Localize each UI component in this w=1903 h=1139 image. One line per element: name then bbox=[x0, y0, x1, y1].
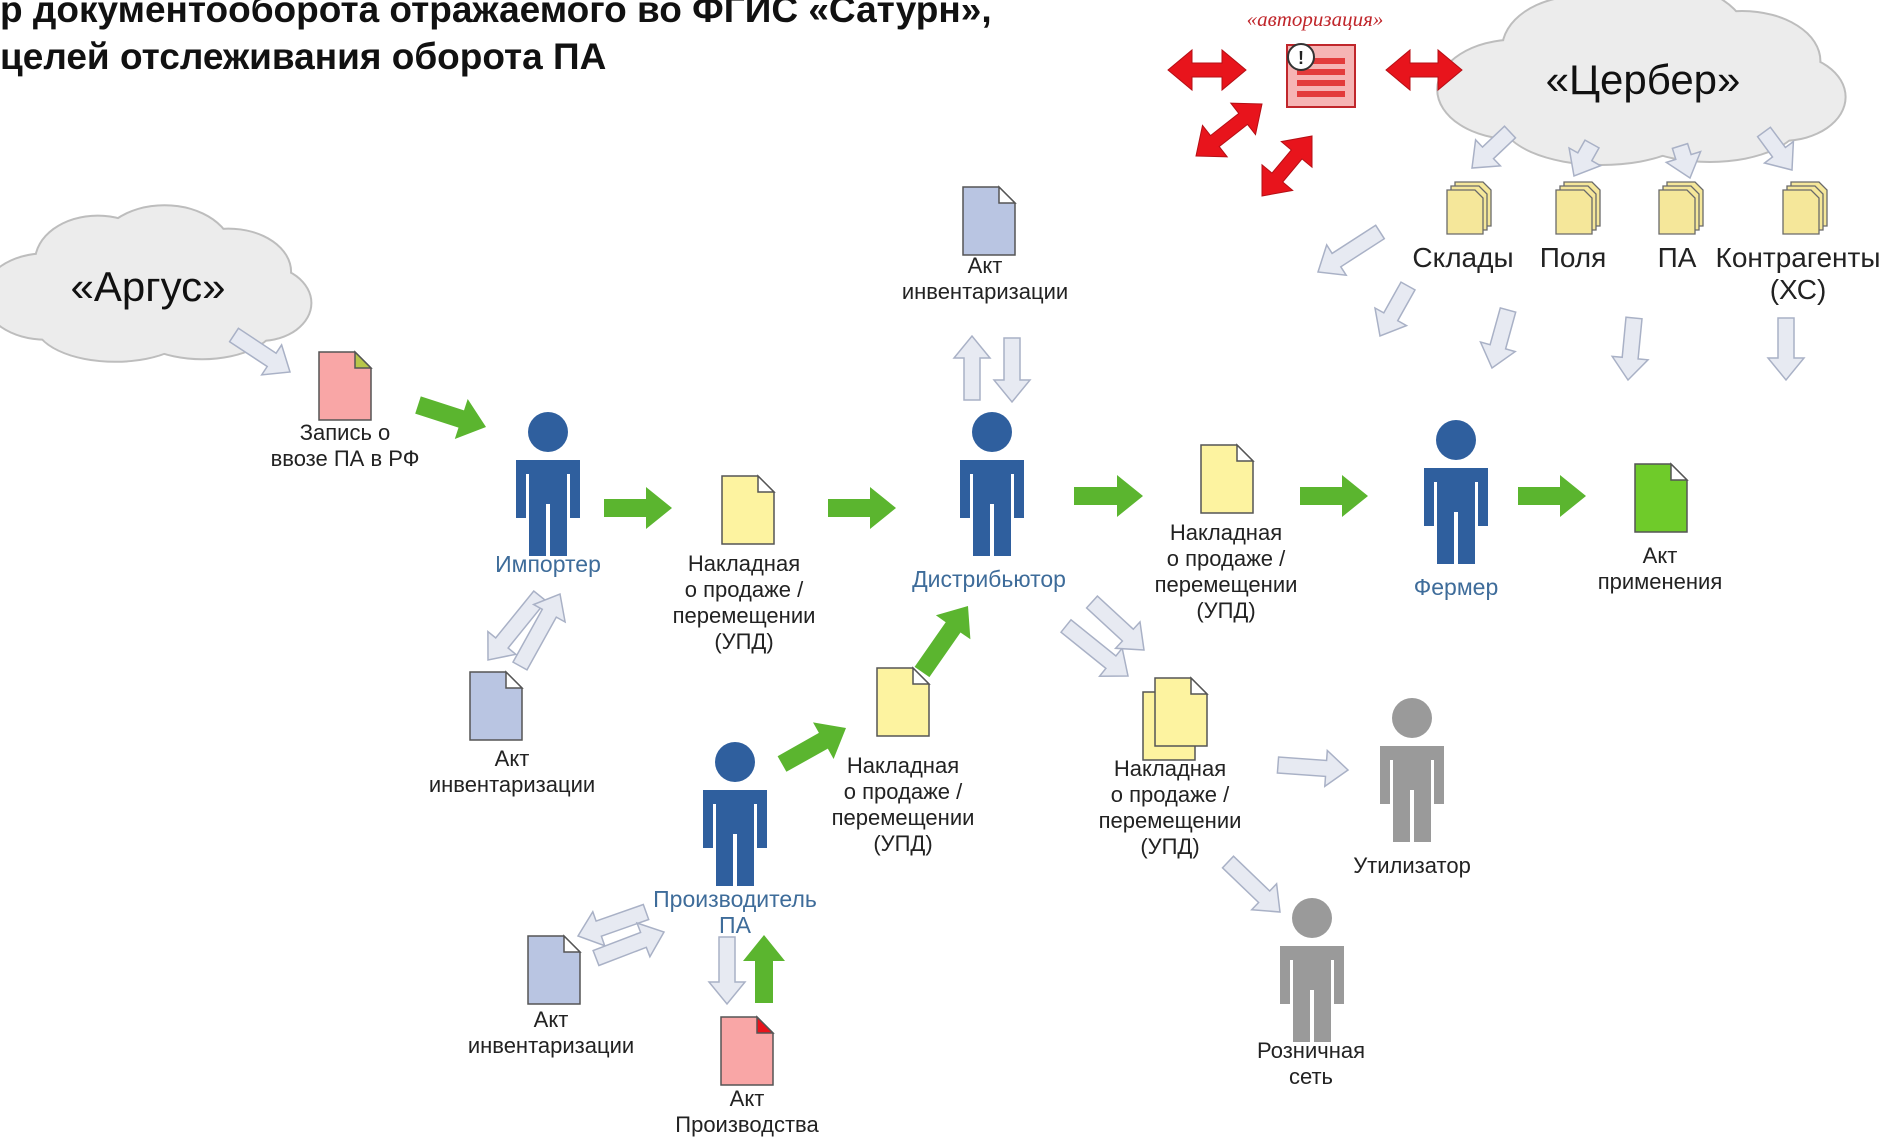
arrow-inventory-importer-up bbox=[511, 592, 567, 671]
arrow-distributor-down-2 bbox=[1085, 595, 1145, 651]
arrow-invoice-to-distributor-2 bbox=[914, 606, 971, 678]
doc-import-record-label: Запись о ввозе ПА в РФ bbox=[270, 420, 420, 471]
doc-invoice-importer-icon bbox=[721, 474, 776, 545]
role-distributor-label: Дистрибьютор bbox=[912, 566, 1066, 592]
arrow-production-up bbox=[743, 935, 785, 1003]
arrow-cerber-out-4 bbox=[1756, 126, 1795, 171]
category-fields-icon bbox=[1555, 181, 1601, 235]
person-retail-icon bbox=[1280, 898, 1344, 1042]
person-importer-icon bbox=[516, 412, 580, 556]
auth-arrow-lower-left bbox=[1195, 102, 1263, 158]
category-warehouses-icon bbox=[1446, 181, 1492, 235]
doc-production-act-icon bbox=[720, 1015, 775, 1086]
auth-arrow-lower bbox=[1261, 135, 1313, 197]
arrow-fields-down bbox=[1479, 306, 1517, 370]
arrow-invoice-to-farmer bbox=[1300, 475, 1368, 517]
category-fields-label: Поля bbox=[1539, 242, 1607, 273]
arrow-distributor-down-1 bbox=[1059, 618, 1129, 677]
doc-application-act-icon bbox=[1634, 462, 1689, 533]
doc-inventory-producer-label: Акт инвентаризации bbox=[467, 1007, 635, 1058]
person-distributor-icon bbox=[960, 412, 1024, 556]
role-recycler-label: Утилизатор bbox=[1353, 853, 1471, 878]
arrow-to-recycler bbox=[1276, 748, 1350, 788]
doc-invoice-outgoing-label: Накладная о продаже / перемещении (УПД) bbox=[1098, 756, 1242, 859]
argus-cloud bbox=[0, 204, 313, 363]
cerber-system-label: «Цербер» bbox=[1545, 56, 1741, 103]
arrow-inventory-importer-down bbox=[487, 589, 548, 661]
arrow-cerber-out-2 bbox=[1568, 139, 1603, 178]
role-farmer-label: Фермер bbox=[1413, 574, 1499, 600]
category-counterparties-label: Контрагенты (ХС) bbox=[1715, 242, 1881, 305]
arrow-warehouses-down bbox=[1373, 281, 1417, 338]
category-pa-label: ПА bbox=[1657, 242, 1697, 273]
arrow-invoice-to-distributor bbox=[828, 487, 896, 529]
arrow-inventory-up bbox=[952, 334, 992, 401]
category-warehouses-label: Склады bbox=[1412, 242, 1514, 273]
person-producer-icon bbox=[703, 742, 767, 886]
arrow-farmer-to-application bbox=[1518, 475, 1586, 517]
arrow-distributor-to-invoice bbox=[1074, 475, 1143, 517]
doc-invoice-producer-label: Накладная о продаже / перемещении (УПД) bbox=[831, 753, 975, 856]
auth-arrow-left bbox=[1167, 48, 1247, 92]
doc-invoice-importer-label: Накладная о продаже / перемещении (УПД) bbox=[672, 551, 816, 654]
arrow-cerber-left bbox=[1317, 224, 1386, 277]
arrow-producer-to-invoice bbox=[777, 722, 846, 772]
arrow-producer-inventory-2 bbox=[592, 921, 666, 967]
doc-import-record-icon bbox=[318, 350, 373, 421]
doc-invoice-outgoing-icon bbox=[1142, 676, 1209, 761]
doc-inventory-importer-icon bbox=[469, 670, 524, 741]
doc-inventory-distributor-icon bbox=[962, 185, 1017, 256]
argus-system-label: «Аргус» bbox=[70, 263, 226, 310]
diagram-title-line-2: целей отслеживания оборота ПА bbox=[0, 36, 607, 77]
arrow-cerber-out-3 bbox=[1664, 142, 1702, 180]
person-farmer-icon bbox=[1424, 420, 1488, 564]
arrow-importer-to-invoice bbox=[604, 487, 672, 529]
role-producer-label: Производитель ПА bbox=[653, 886, 817, 938]
arrow-import-to-importer bbox=[415, 396, 486, 439]
doc-production-act-label: Акт Производства bbox=[675, 1086, 819, 1137]
arrow-to-retail bbox=[1221, 855, 1281, 913]
role-importer-label: Импортер bbox=[495, 551, 601, 577]
arrow-pa-down bbox=[1610, 316, 1650, 382]
doc-inventory-importer-label: Акт инвентаризации bbox=[428, 746, 596, 797]
person-recycler-icon bbox=[1380, 698, 1444, 842]
doc-invoice-distributor-label: Накладная о продаже / перемещении (УПД) bbox=[1154, 520, 1298, 623]
auth-arrow-right bbox=[1385, 48, 1463, 92]
arrow-counterparties-down bbox=[1766, 317, 1806, 382]
arrow-producer-inventory-1 bbox=[576, 903, 650, 947]
authorization-icon: ! bbox=[1286, 43, 1356, 108]
doc-application-act-label: Акт применения bbox=[1597, 543, 1723, 594]
doc-invoice-producer-icon bbox=[876, 666, 931, 737]
arrow-cerber-out-1 bbox=[1471, 125, 1517, 169]
arrow-inventory-down bbox=[992, 337, 1032, 404]
arrow-argus-to-record bbox=[228, 327, 291, 376]
arrow-producer-production-down bbox=[707, 936, 747, 1006]
authorization-label: «авторизация» bbox=[1246, 7, 1384, 31]
cerber-cloud bbox=[1436, 0, 1847, 166]
doc-invoice-distributor-icon bbox=[1200, 443, 1255, 514]
role-retail-label: Розничная сеть bbox=[1257, 1038, 1365, 1089]
doc-inventory-distributor-label: Акт инвентаризации bbox=[901, 253, 1069, 304]
doc-inventory-producer-icon bbox=[527, 934, 582, 1005]
category-pa-icon bbox=[1658, 181, 1704, 235]
diagram-title-line-1: р документооборота отражаемого во ФГИС «… bbox=[0, 0, 992, 30]
category-counterparties-icon bbox=[1782, 181, 1828, 235]
svg-text:!: ! bbox=[1298, 48, 1304, 68]
